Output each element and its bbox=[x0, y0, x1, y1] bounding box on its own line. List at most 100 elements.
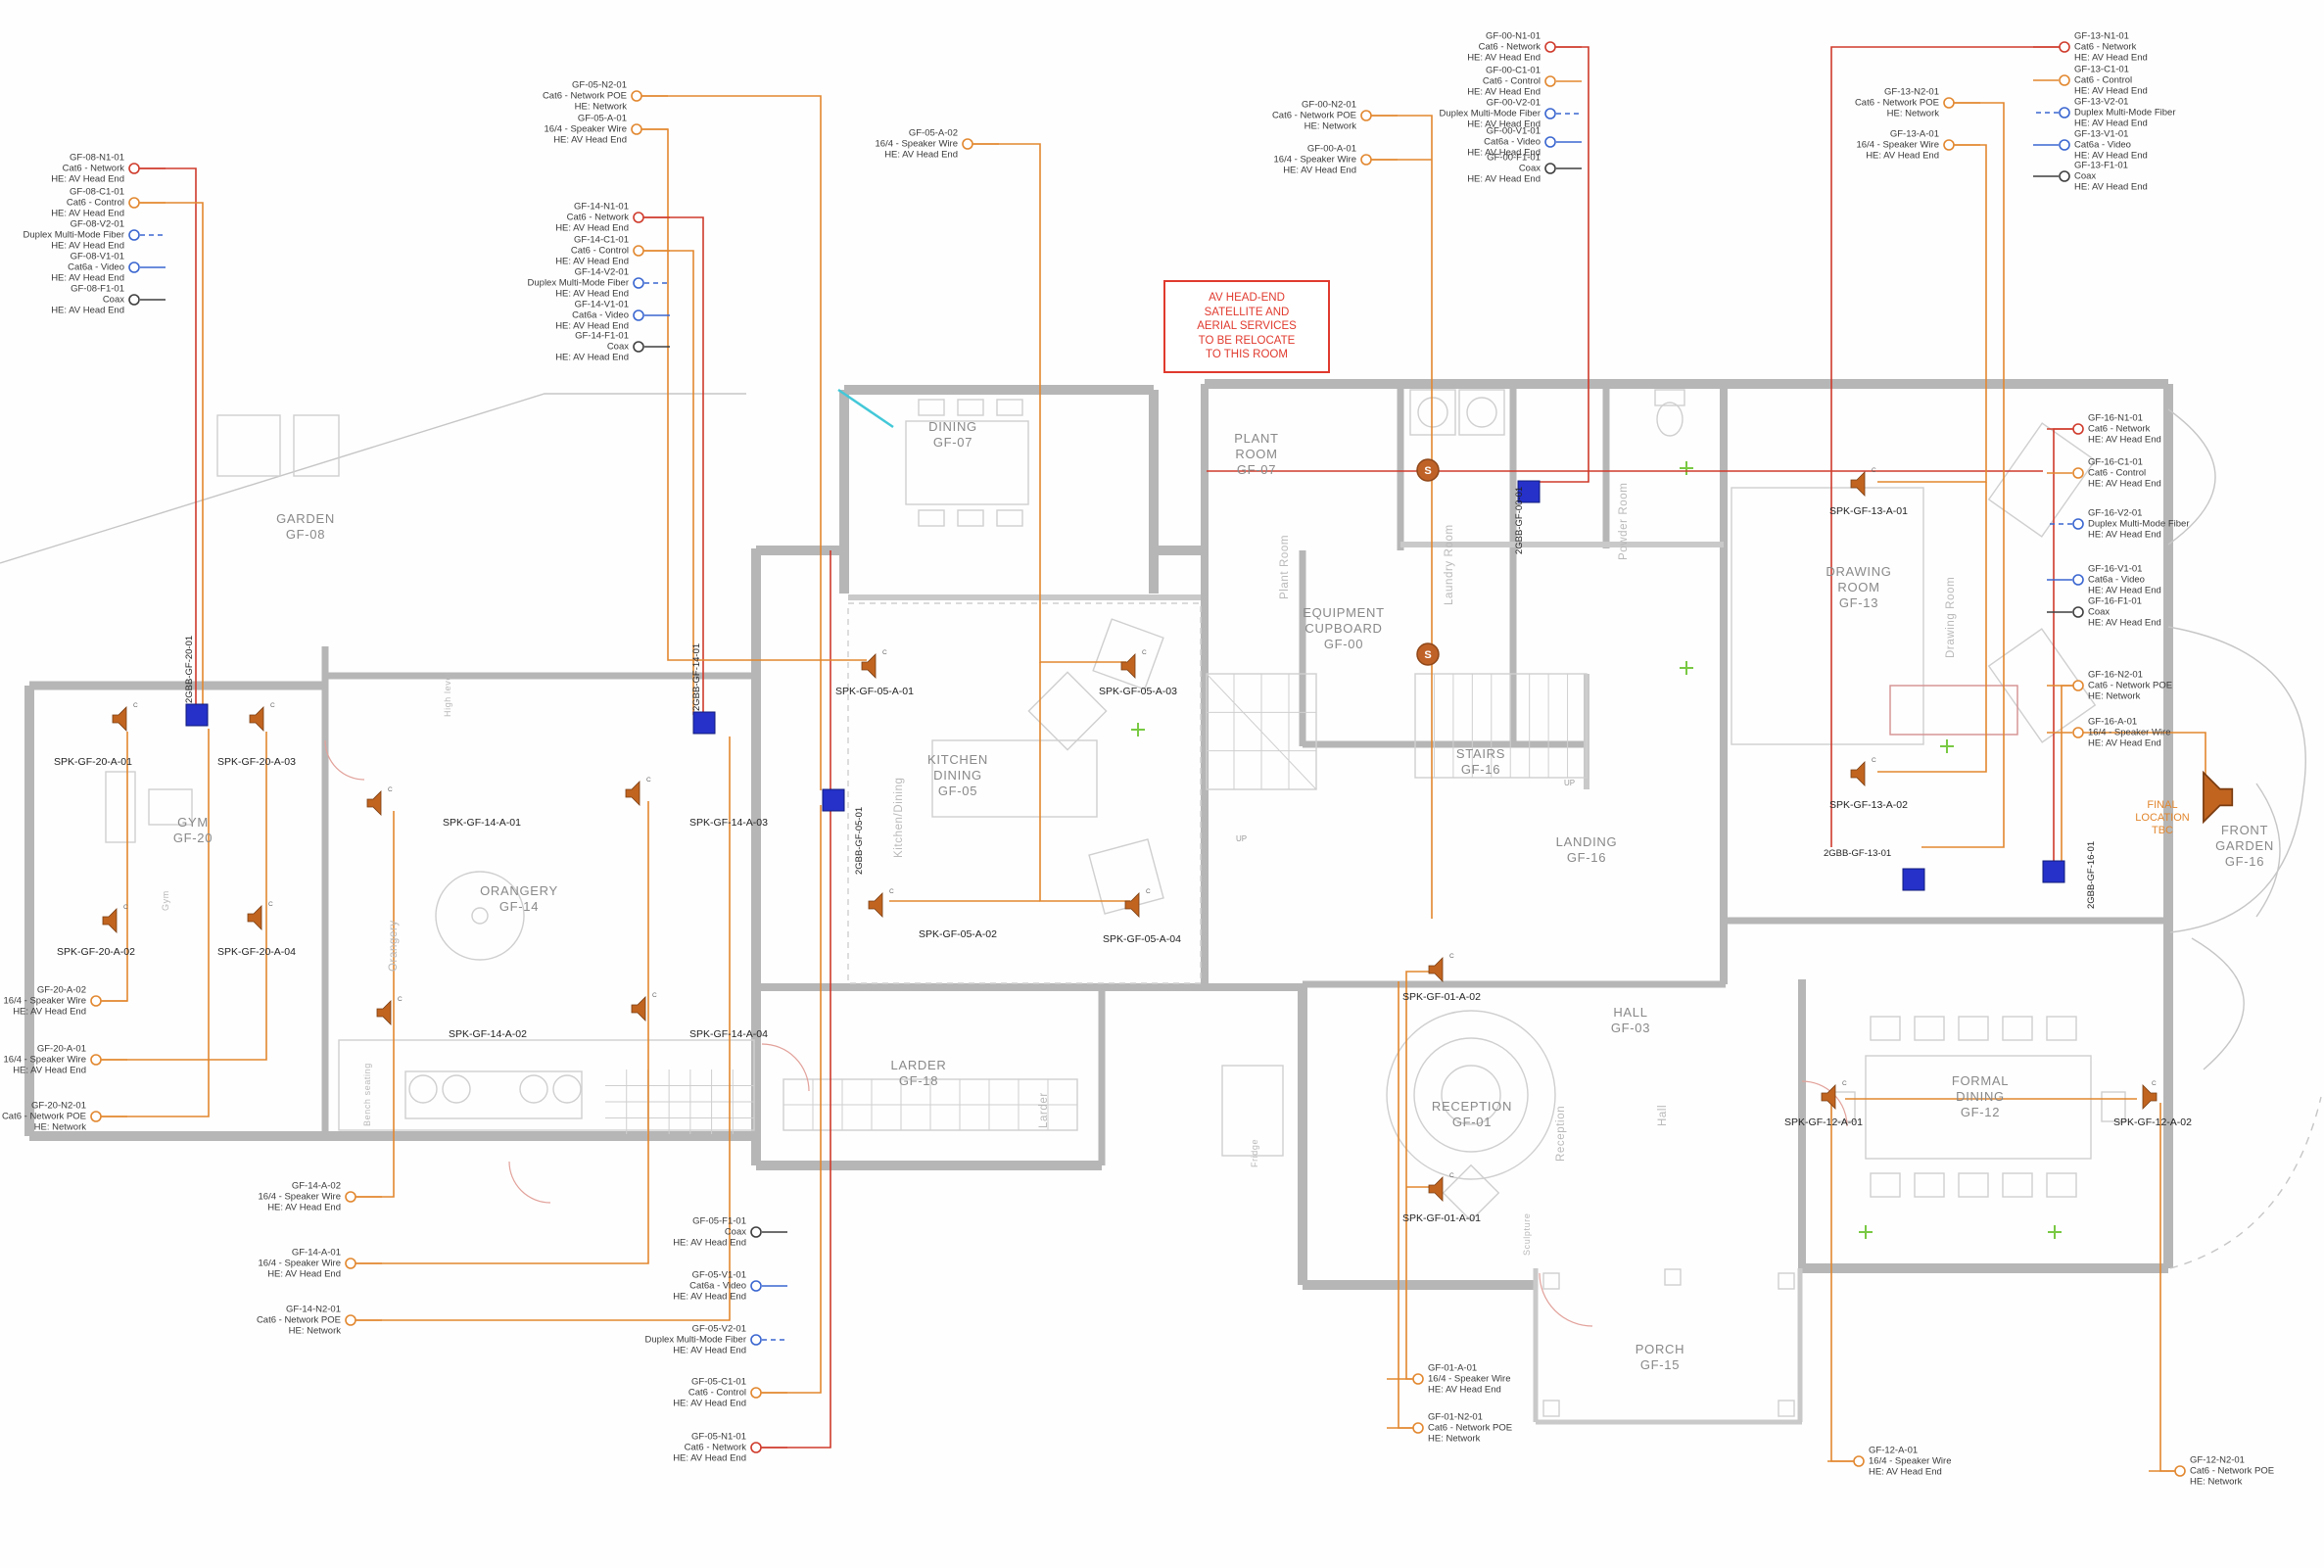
cable-terminal bbox=[2072, 574, 2084, 586]
cable-terminal bbox=[128, 229, 140, 241]
cable-run bbox=[972, 143, 1126, 663]
cable-terminal bbox=[2072, 680, 2084, 691]
cable-run bbox=[2053, 428, 2073, 862]
furniture bbox=[1958, 1172, 1989, 1198]
cable-terminal bbox=[2059, 170, 2070, 182]
speaker-icon bbox=[1124, 892, 1140, 918]
speaker-tag: C bbox=[1872, 467, 1876, 474]
speaker-icon bbox=[247, 905, 262, 930]
furniture bbox=[2046, 1172, 2077, 1198]
site-boundary-line bbox=[0, 393, 746, 564]
speaker-icon bbox=[2142, 1084, 2158, 1110]
speaker-icon bbox=[112, 706, 127, 732]
cable-terminal bbox=[128, 261, 140, 273]
speaker-icon bbox=[1850, 761, 1866, 786]
furniture bbox=[2002, 1016, 2033, 1041]
satellite-point-letter: S bbox=[1424, 465, 1431, 477]
furniture bbox=[1027, 671, 1108, 751]
furniture bbox=[216, 414, 281, 477]
furniture bbox=[957, 399, 984, 416]
furniture bbox=[148, 788, 193, 826]
cable-run bbox=[101, 729, 210, 1117]
speaker-tag: C bbox=[882, 649, 887, 656]
furniture bbox=[905, 420, 1029, 505]
speaker-icon bbox=[376, 1000, 392, 1025]
speaker-icon bbox=[1428, 1176, 1444, 1202]
speaker-tag: C bbox=[889, 888, 894, 895]
speaker-tag: C bbox=[1872, 757, 1876, 764]
network-backbox-icon bbox=[822, 788, 845, 812]
cable-terminal bbox=[2072, 727, 2084, 738]
cable-terminal bbox=[345, 1191, 356, 1203]
furniture bbox=[1656, 402, 1684, 437]
door-swing bbox=[508, 1161, 551, 1204]
furniture bbox=[996, 509, 1023, 527]
furniture bbox=[957, 509, 984, 527]
satellite-point-icon bbox=[1416, 458, 1440, 482]
cable-terminal bbox=[1544, 136, 1556, 148]
cable-terminal bbox=[128, 294, 140, 306]
cable-run bbox=[643, 216, 704, 715]
cable-terminal bbox=[90, 995, 102, 1007]
furniture bbox=[1664, 1268, 1682, 1286]
furniture bbox=[918, 509, 945, 527]
speaker-tag: C bbox=[1142, 649, 1147, 656]
site-boundary-line bbox=[2169, 1096, 2322, 1269]
network-backbox-icon bbox=[185, 703, 209, 727]
cable-run bbox=[641, 95, 822, 790]
furniture bbox=[519, 1074, 548, 1104]
speaker-icon bbox=[1120, 653, 1136, 679]
speaker-icon bbox=[102, 908, 118, 933]
network-backbox-icon bbox=[2042, 860, 2065, 883]
cable-terminal bbox=[2059, 139, 2070, 151]
speaker-icon bbox=[249, 706, 264, 732]
cable-terminal bbox=[1853, 1455, 1865, 1467]
furniture bbox=[1914, 1172, 1945, 1198]
furniture bbox=[1870, 1172, 1901, 1198]
cable-terminal bbox=[750, 1226, 762, 1238]
furniture bbox=[1914, 1016, 1945, 1041]
furniture bbox=[442, 1074, 471, 1104]
speaker-icon bbox=[861, 653, 877, 679]
cable-terminal bbox=[633, 212, 644, 223]
cable-run bbox=[356, 736, 731, 1321]
furniture bbox=[435, 871, 525, 961]
cable-run bbox=[101, 932, 128, 1002]
cable-terminal bbox=[633, 309, 644, 321]
furniture bbox=[471, 907, 489, 925]
satellite-point-letter: S bbox=[1424, 649, 1431, 661]
furniture bbox=[1987, 422, 2097, 538]
speaker-tag: C bbox=[268, 901, 273, 908]
furniture bbox=[1987, 628, 2097, 743]
furniture bbox=[1542, 1400, 1560, 1417]
cable-terminal bbox=[90, 1054, 102, 1066]
furniture bbox=[1413, 1037, 1529, 1153]
cable-terminal bbox=[1360, 110, 1372, 121]
furniture bbox=[1778, 1400, 1795, 1417]
door-swing bbox=[1539, 1272, 1593, 1327]
door-swing bbox=[761, 1043, 810, 1092]
cable-terminal bbox=[2174, 1465, 2186, 1477]
cable-terminal bbox=[633, 341, 644, 353]
cable-run bbox=[1877, 482, 1987, 773]
furniture bbox=[293, 414, 340, 477]
network-backbox-icon bbox=[1902, 868, 1925, 891]
cable-run bbox=[356, 1019, 649, 1264]
cable-terminal bbox=[1544, 108, 1556, 119]
furniture bbox=[1731, 487, 1924, 745]
cable-terminal bbox=[631, 123, 642, 135]
furniture bbox=[404, 1070, 583, 1119]
cable-run bbox=[2061, 685, 2073, 862]
cable-terminal bbox=[1544, 163, 1556, 174]
cable-terminal bbox=[750, 1442, 762, 1453]
furniture bbox=[105, 771, 136, 843]
network-backbox-icon bbox=[1517, 480, 1541, 503]
speaker-tag: C bbox=[1449, 953, 1454, 960]
speaker-tag: C bbox=[398, 996, 403, 1003]
cable-terminal bbox=[750, 1280, 762, 1292]
speaker-tag: C bbox=[2152, 1080, 2157, 1087]
cable-terminal bbox=[2072, 606, 2084, 618]
network-backbox-icon bbox=[692, 711, 716, 735]
cable-run bbox=[761, 805, 822, 1394]
